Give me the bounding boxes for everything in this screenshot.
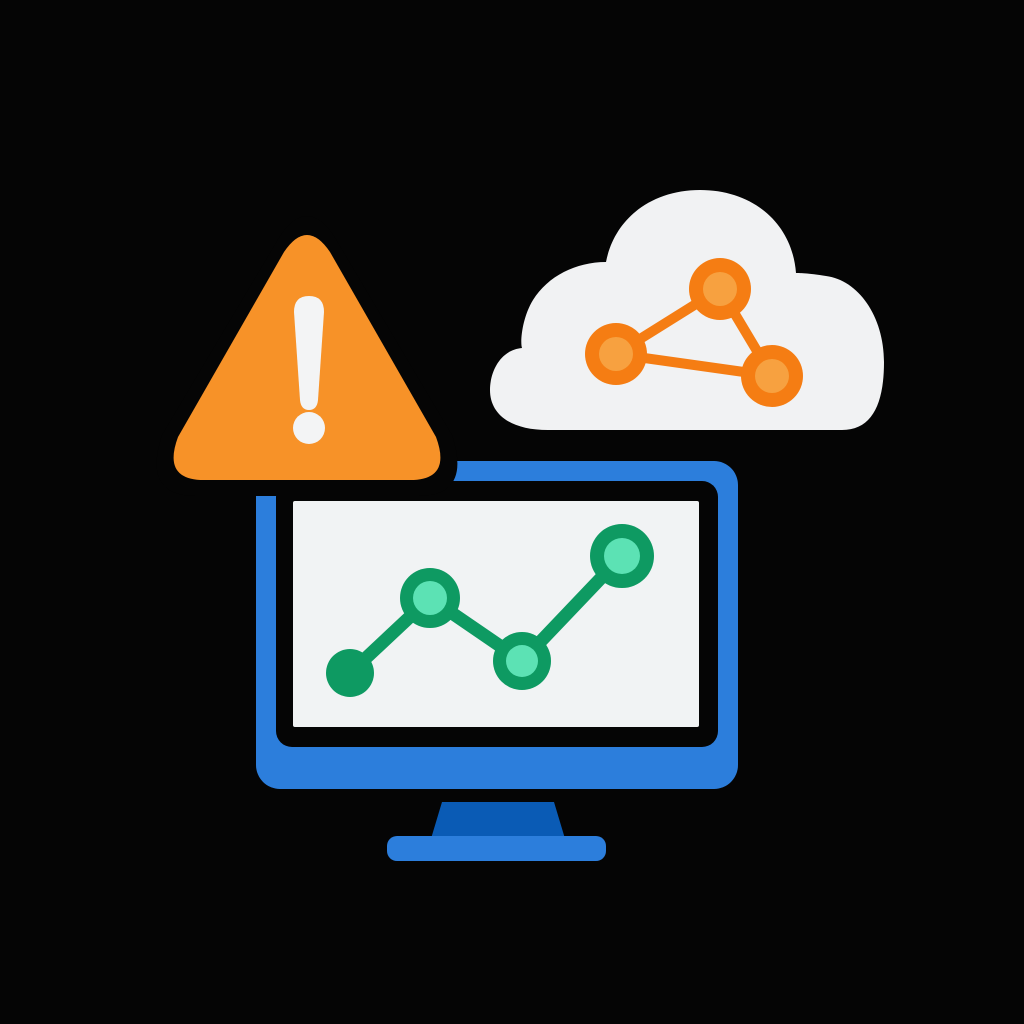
- cloud-network-icon: [490, 190, 884, 430]
- monitor-icon: [256, 461, 738, 861]
- network-node-1-inner: [599, 337, 633, 371]
- monitor-neck: [430, 802, 566, 842]
- trend-point-4-inner: [604, 538, 640, 574]
- line-trend-icon: [326, 524, 654, 697]
- network-node-2-inner: [703, 272, 737, 306]
- trend-line: [343, 549, 629, 680]
- trend-point-3-inner: [506, 645, 538, 677]
- exclamation-dot: [293, 412, 325, 444]
- monitor-base: [387, 836, 606, 861]
- warning-icon: [156, 216, 458, 496]
- network-graph: [585, 258, 803, 407]
- trend-point-1: [326, 649, 374, 697]
- exclamation-bar: [294, 296, 324, 410]
- trend-point-2-inner: [413, 581, 447, 615]
- network-node-3-inner: [755, 359, 789, 393]
